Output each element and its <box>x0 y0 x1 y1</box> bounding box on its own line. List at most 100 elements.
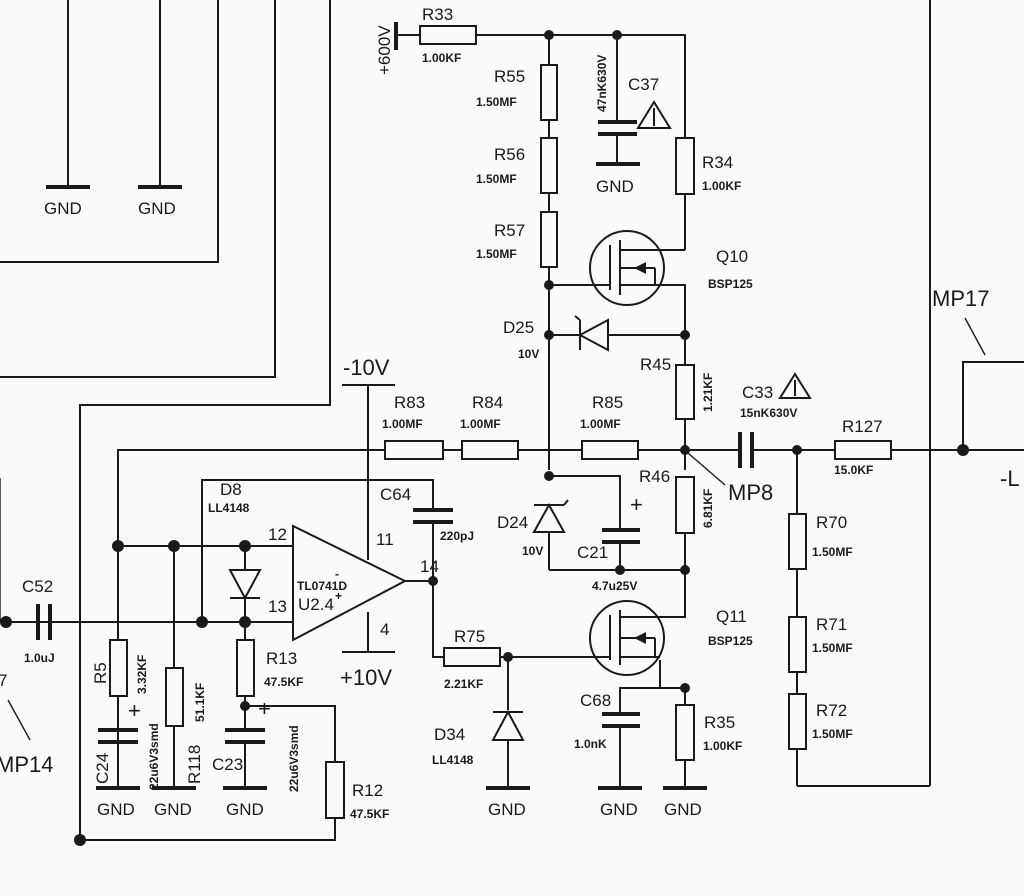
supply-plus600v: +600V <box>375 22 398 75</box>
svg-text:GND: GND <box>596 177 634 196</box>
test-point-mp14: MP14 7 <box>0 478 53 777</box>
resistor-r71: R71 1.50MF <box>788 615 853 673</box>
resistor-r5: R5 3.32KF <box>91 639 149 697</box>
resistor-r75: R75 2.21KF <box>432 581 508 691</box>
svg-text:Q11: Q11 <box>716 607 747 626</box>
svg-text:1.00MF: 1.00MF <box>460 417 501 431</box>
mosfet-q10: Q10 BSP125 <box>549 230 753 470</box>
resistor-r83: R83 1.00MF <box>382 393 444 460</box>
svg-text:R13: R13 <box>266 649 297 668</box>
svg-text:R71: R71 <box>816 615 847 634</box>
opamp-u2-4: TL0741D U2.4 - + 12 13 14 11 4 <box>268 524 439 652</box>
svg-text:+: + <box>128 698 141 723</box>
svg-text:GND: GND <box>44 199 82 218</box>
svg-text:C24: C24 <box>93 753 112 784</box>
svg-text:MP8: MP8 <box>728 480 773 505</box>
svg-text:R35: R35 <box>704 713 735 732</box>
svg-text:+: + <box>630 492 643 517</box>
svg-text:GND: GND <box>664 800 702 819</box>
svg-text:47.5KF: 47.5KF <box>350 807 389 821</box>
svg-text:12: 12 <box>268 525 287 544</box>
svg-text:15nK630V: 15nK630V <box>740 406 797 420</box>
svg-text:1.0nK: 1.0nK <box>574 737 607 751</box>
junction-r46-bottom <box>680 565 690 575</box>
resistor-r35: GND R35 1.00KF <box>663 688 742 819</box>
svg-text:4.7u25V: 4.7u25V <box>592 579 637 593</box>
junction-c52-left <box>0 616 12 628</box>
svg-text:1.00MF: 1.00MF <box>382 417 423 431</box>
svg-text:R55: R55 <box>494 67 525 86</box>
gnd-topleft-1: GND <box>44 0 90 218</box>
svg-text:13: 13 <box>268 597 287 616</box>
svg-text:+: + <box>258 696 271 721</box>
svg-text:LL4148: LL4148 <box>432 753 474 767</box>
svg-text:C52: C52 <box>22 577 53 596</box>
capacitor-c33: C33 15nK630V <box>738 372 835 468</box>
svg-text:22u6V3smd: 22u6V3smd <box>287 725 301 792</box>
svg-text:R12: R12 <box>352 781 383 800</box>
svg-text:D8: D8 <box>220 480 242 499</box>
svg-text:D34: D34 <box>434 725 465 744</box>
svg-text:R70: R70 <box>816 513 847 532</box>
svg-text:1.0uJ: 1.0uJ <box>24 651 55 665</box>
svg-text:D24: D24 <box>497 513 528 532</box>
svg-text:U2.4: U2.4 <box>298 595 334 614</box>
svg-text:47nK630V: 47nK630V <box>595 55 609 112</box>
svg-text:1.00MF: 1.00MF <box>580 417 621 431</box>
svg-text:GND: GND <box>97 800 135 819</box>
test-point-mp8: MP8 <box>687 452 773 505</box>
svg-text:R56: R56 <box>494 145 525 164</box>
capacitor-c37: GND 47nK630V C37 <box>595 35 672 196</box>
svg-text:-L: -L <box>1000 466 1020 491</box>
svg-text:220pJ: 220pJ <box>440 529 474 543</box>
svg-text:GND: GND <box>138 199 176 218</box>
resistor-r13: R13 47.5KF <box>236 622 303 728</box>
test-point-mp17: MP17 -L <box>932 286 1024 491</box>
resistor-r45: R45 1.21KF <box>640 355 715 420</box>
svg-text:BSP125: BSP125 <box>708 634 753 648</box>
svg-text:1.50MF: 1.50MF <box>476 95 517 109</box>
svg-text:C68: C68 <box>580 691 611 710</box>
diode-d8: D8 LL4148 <box>208 480 262 622</box>
diode-d34: GND D34 LL4148 <box>432 657 530 819</box>
svg-text:1.50MF: 1.50MF <box>812 727 853 741</box>
resistor-r70: R70 1.50MF <box>788 513 853 570</box>
svg-text:2.21KF: 2.21KF <box>444 677 483 691</box>
gnd-topleft-2: GND <box>138 0 182 218</box>
capacitor-c68: GND C68 1.0nK <box>574 687 685 819</box>
svg-text:R34: R34 <box>702 153 733 172</box>
supply-plus10v: +10V <box>340 651 395 690</box>
resistor-r55: R55 1.50MF <box>476 64 558 121</box>
svg-text:R72: R72 <box>816 701 847 720</box>
svg-text:4: 4 <box>380 620 389 639</box>
resistor-r46: R46 6.81KF <box>639 467 715 615</box>
svg-text:GND: GND <box>600 800 638 819</box>
svg-text:10V: 10V <box>518 347 539 361</box>
svg-text:R57: R57 <box>494 221 525 240</box>
svg-text:14: 14 <box>420 557 439 576</box>
svg-text:LL4148: LL4148 <box>208 501 250 515</box>
warning-triangle-icon <box>636 100 672 129</box>
junction-c64-left <box>196 616 208 628</box>
svg-text:BSP125: BSP125 <box>708 277 753 291</box>
svg-text:R83: R83 <box>394 393 425 412</box>
svg-text:3.32KF: 3.32KF <box>135 655 149 694</box>
svg-text:-: - <box>335 567 339 581</box>
junction-r5 <box>112 540 124 552</box>
resistor-r84: R84 1.00MF <box>460 393 519 460</box>
capacitor-c21: + C21 4.7u25V <box>549 475 643 593</box>
svg-text:C21: C21 <box>577 543 608 562</box>
svg-text:R46: R46 <box>639 467 670 486</box>
svg-text:C33: C33 <box>742 383 773 402</box>
capacitor-c52: C52 1.0uJ <box>22 577 55 665</box>
svg-text:6.81KF: 6.81KF <box>701 489 715 528</box>
resistor-r56: R56 1.50MF <box>476 137 558 194</box>
svg-text:D25: D25 <box>503 318 534 337</box>
svg-text:1.00KF: 1.00KF <box>703 739 742 753</box>
svg-text:11: 11 <box>376 530 394 549</box>
capacitor-c24: GND + C24 22u6V3smd <box>93 698 161 819</box>
junction-d25-right <box>680 330 690 340</box>
junction-bottom-left <box>74 834 86 846</box>
svg-text:C64: C64 <box>380 485 411 504</box>
svg-text:R5: R5 <box>91 662 110 684</box>
